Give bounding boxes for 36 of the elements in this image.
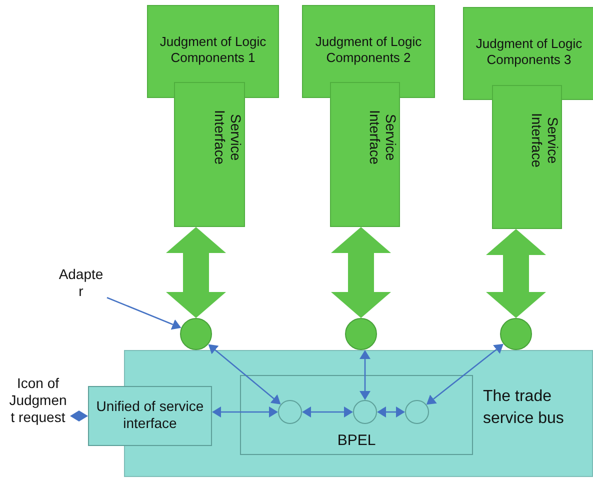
node-label: Judgment of Logic Components 2 <box>314 34 423 66</box>
adapter-circle <box>180 318 212 350</box>
node-label: The trade service bus <box>483 387 565 429</box>
service-interface-box <box>174 82 245 227</box>
arrow <box>360 350 370 400</box>
arrow <box>302 406 353 418</box>
node-label: Service Interface <box>528 112 561 170</box>
component-box <box>147 5 279 98</box>
node-label: Service Interface <box>366 108 399 166</box>
service-interface-box <box>492 85 562 229</box>
node-label: Unified of service interface <box>95 398 205 432</box>
node-label: Judgment of Logic Components 3 <box>474 36 584 68</box>
node-label: BPEL <box>336 432 377 450</box>
bpel-box <box>240 375 473 455</box>
node-label: Judgment of Logic Components 1 <box>158 34 268 66</box>
arrow <box>426 344 504 405</box>
component-box <box>463 7 593 100</box>
arrow <box>208 344 281 404</box>
bare-label: Icon of Judgmen t request <box>8 375 68 426</box>
adapter-circle <box>500 318 532 350</box>
process-circle <box>405 400 429 424</box>
double-arrow <box>331 227 391 318</box>
double-arrow <box>166 227 226 318</box>
arrow <box>106 297 182 330</box>
node-label: Service Interface <box>210 108 244 166</box>
process-circle <box>278 400 302 424</box>
arrow <box>212 406 278 418</box>
double-arrow <box>486 229 546 318</box>
service-interface-box <box>330 82 400 227</box>
arrow <box>377 406 405 418</box>
adapter-circle <box>345 318 377 350</box>
interface-box <box>88 386 212 446</box>
process-circle <box>353 400 377 424</box>
bare-label: Adapte r <box>58 266 104 300</box>
component-box <box>302 5 435 98</box>
arrow <box>70 410 88 422</box>
